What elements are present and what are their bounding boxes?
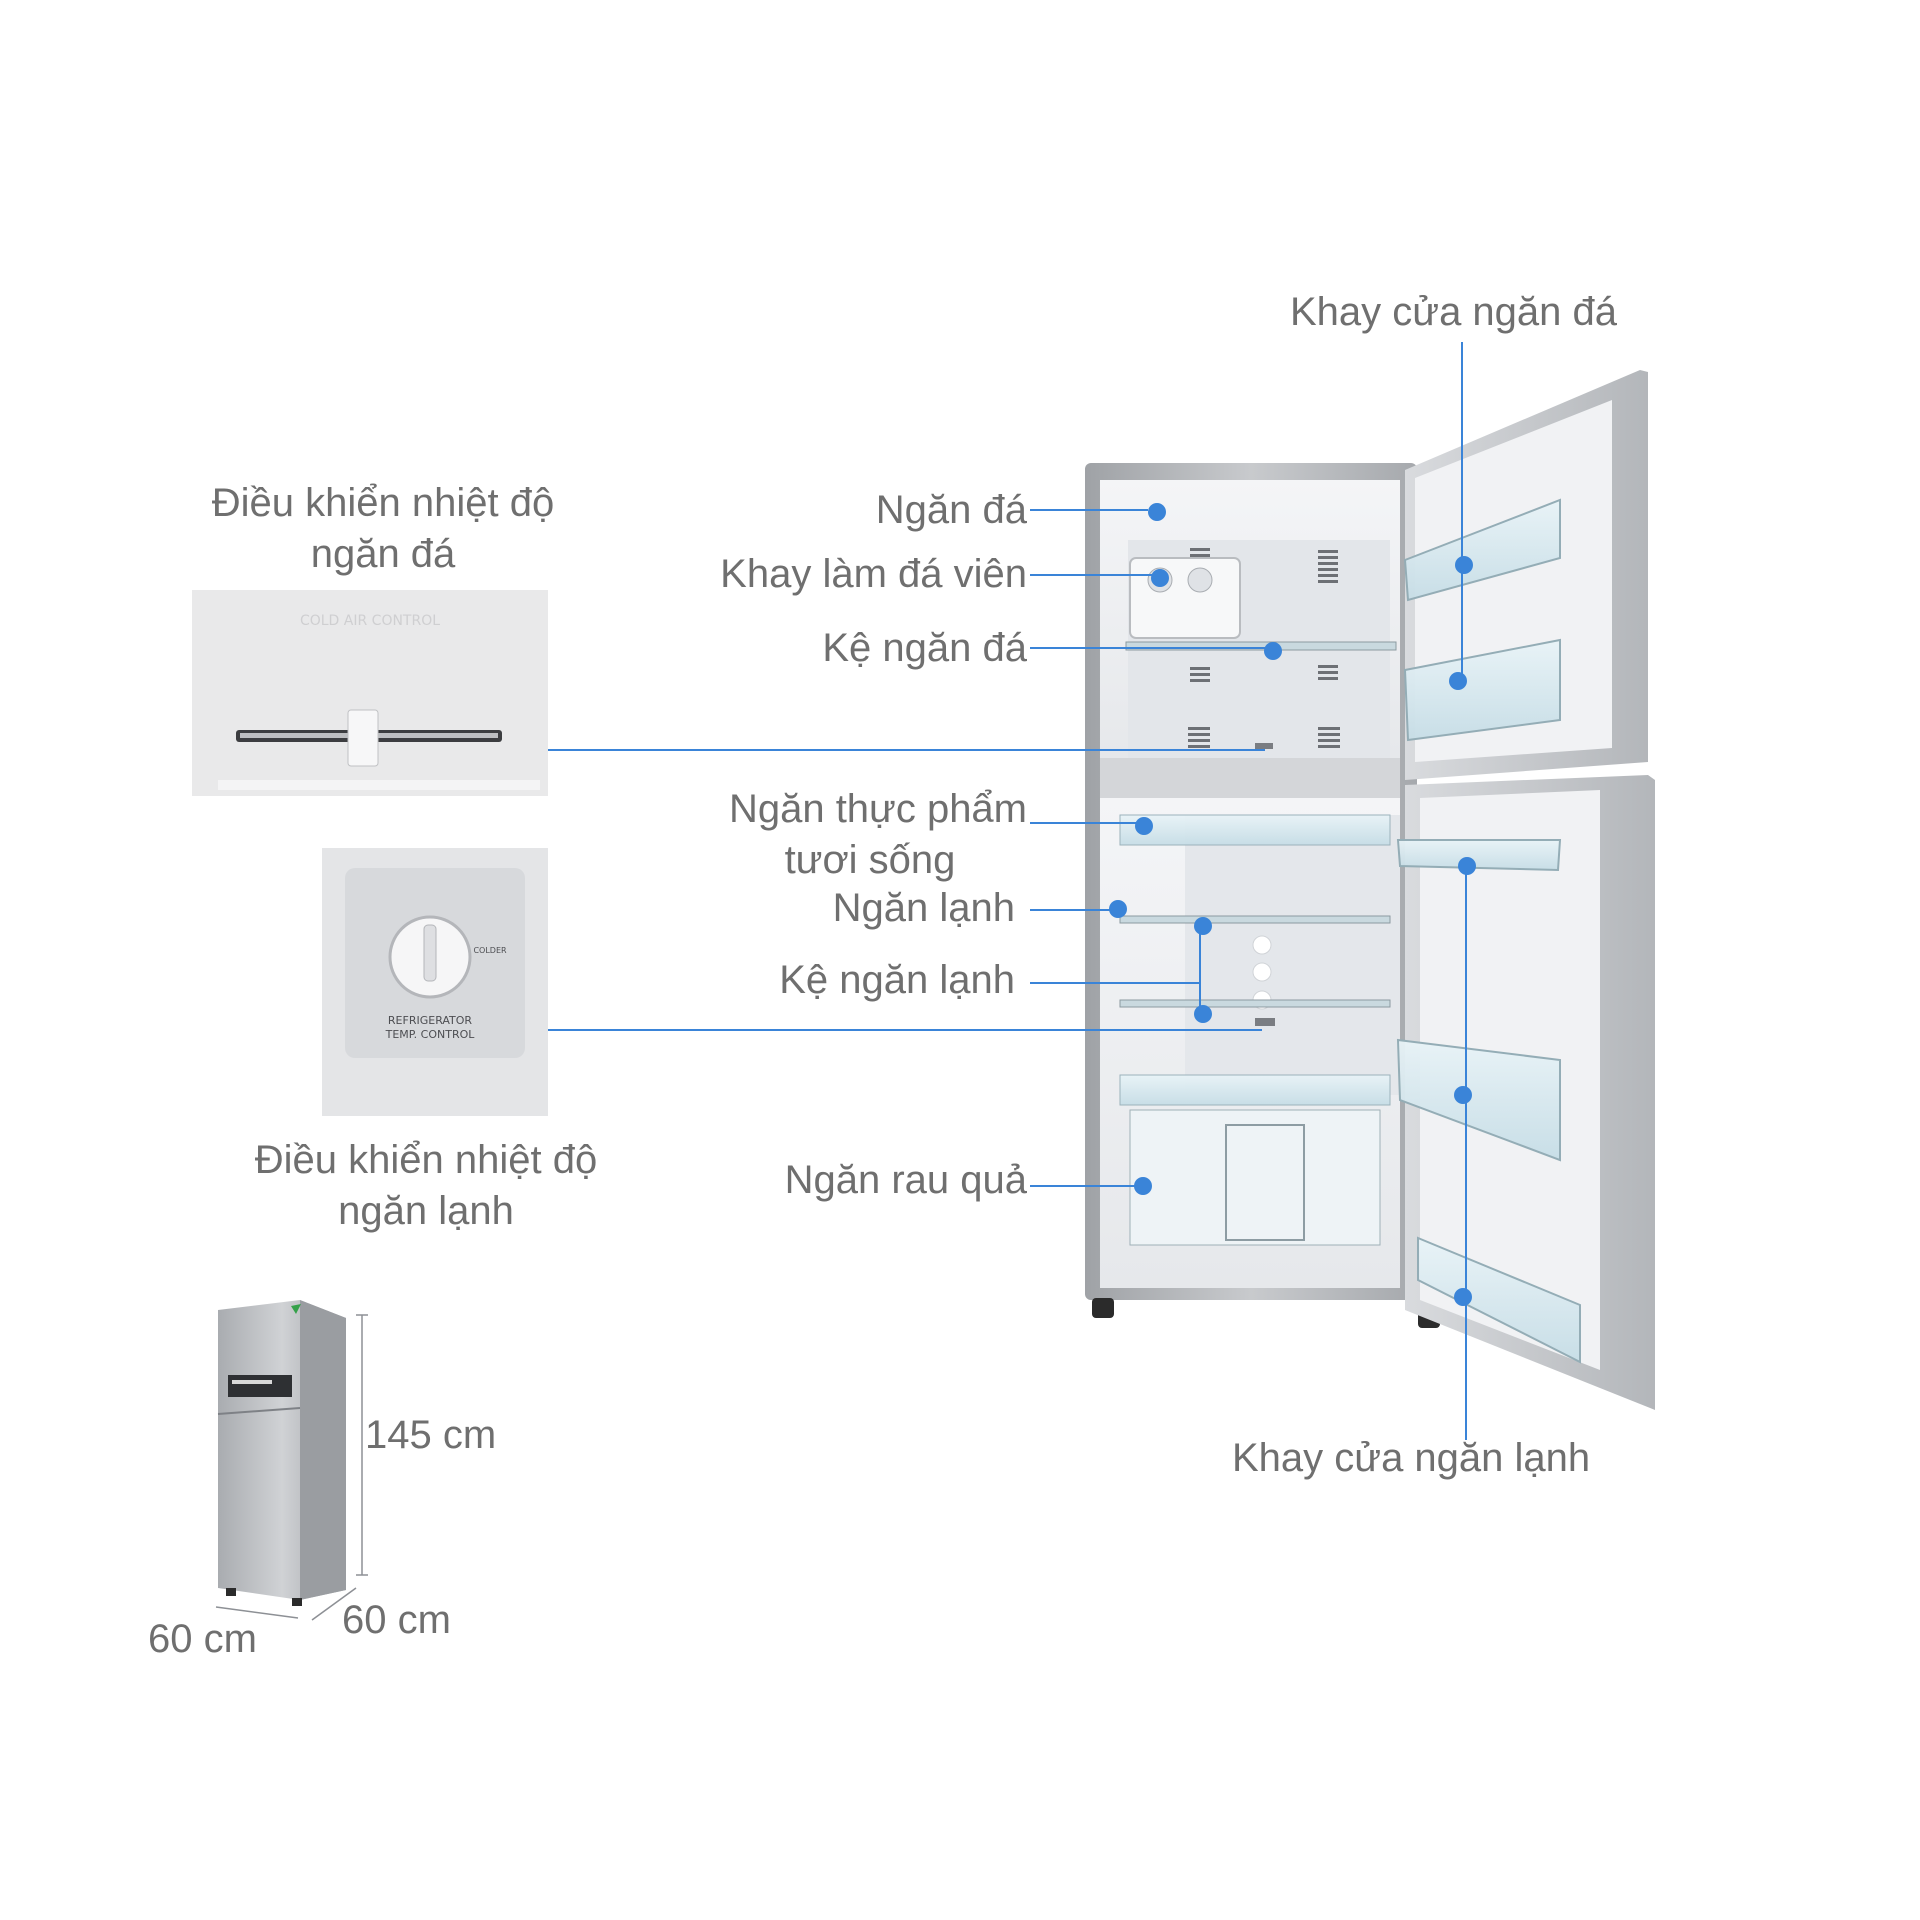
label-khay-cua-ngan-lanh: Khay cửa ngăn lạnh — [1232, 1436, 1591, 1480]
freezer-slider-thumb — [347, 709, 379, 767]
freezer-control-knob — [1255, 743, 1273, 749]
small-fridge-display — [228, 1375, 292, 1397]
crisper-cover — [1119, 1074, 1391, 1106]
crisper-divider — [1225, 1124, 1305, 1241]
dimension-depth: 60 cm — [342, 1598, 451, 1642]
label-khay-cua-ngan-da: Khay cửa ngăn đá — [1290, 290, 1618, 334]
crisper-drawer — [1129, 1109, 1381, 1246]
fridge-control-panel: REFRIGERATOR TEMP. CONTROL COLDER — [322, 848, 548, 1116]
fridge-door-tray-1 — [1396, 839, 1562, 872]
dimension-width: 60 cm — [148, 1617, 257, 1661]
freezer-door-tray-lower — [1403, 638, 1561, 742]
fridge-foot-left — [1092, 1298, 1114, 1318]
label-dk-ngan-da-2: ngăn đá — [310, 532, 456, 576]
fridge-door-tray-2 — [1396, 1038, 1561, 1162]
dimension-fridge — [215, 1300, 368, 1621]
label-ke-ngan-da: Kệ ngăn đá — [822, 626, 1027, 670]
label-dk-ngan-lanh-1: Điều khiển nhiệt độ — [254, 1138, 598, 1182]
fridge-dial-colder: COLDER — [473, 946, 507, 955]
label-ngan-thuc-pham-1: Ngăn thực phẩm — [728, 787, 1027, 831]
fridge-dial-text-1: REFRIGERATOR — [388, 1014, 473, 1027]
freezer-control-panel: COLD AIR CONTROL — [192, 590, 548, 796]
open-fridge — [1085, 370, 1655, 1410]
label-ke-ngan-lanh: Kệ ngăn lạnh — [779, 958, 1015, 1002]
label-dk-ngan-da-1: Điều khiển nhiệt độ — [211, 481, 555, 525]
label-khay-lam-da: Khay làm đá viên — [720, 552, 1027, 596]
fridge-shelf-lower — [1119, 999, 1391, 1008]
freezer-panel-text: COLD AIR CONTROL — [300, 613, 440, 629]
fridge-shelf-upper — [1119, 915, 1391, 924]
fridge-control-knob — [1255, 1018, 1275, 1026]
callout-lines — [546, 342, 1467, 1440]
freezer-vents — [1188, 548, 1340, 748]
freezer-door-tray-upper — [1403, 498, 1561, 602]
label-ngan-thuc-pham-2: tươi sống — [784, 838, 956, 882]
freezer-shelf — [1125, 641, 1397, 651]
label-ngan-da: Ngăn đá — [875, 488, 1027, 532]
fridge-door-tray-3 — [1417, 1236, 1581, 1364]
label-dk-ngan-lanh-2: ngăn lạnh — [338, 1189, 514, 1233]
fridge-dial-text-2: TEMP. CONTROL — [385, 1028, 476, 1041]
dimension-height: 145 cm — [365, 1413, 497, 1457]
dimension-lines — [215, 1314, 368, 1621]
fresh-food-drawer — [1119, 814, 1391, 846]
label-ngan-rau-qua: Ngăn rau quả — [784, 1158, 1027, 1202]
ice-tray — [1129, 557, 1241, 639]
compartment-divider — [1100, 758, 1400, 798]
fridge-back-wall — [1185, 815, 1400, 1095]
callout-dots — [1109, 503, 1476, 1306]
label-ngan-lanh: Ngăn lạnh — [832, 886, 1015, 930]
